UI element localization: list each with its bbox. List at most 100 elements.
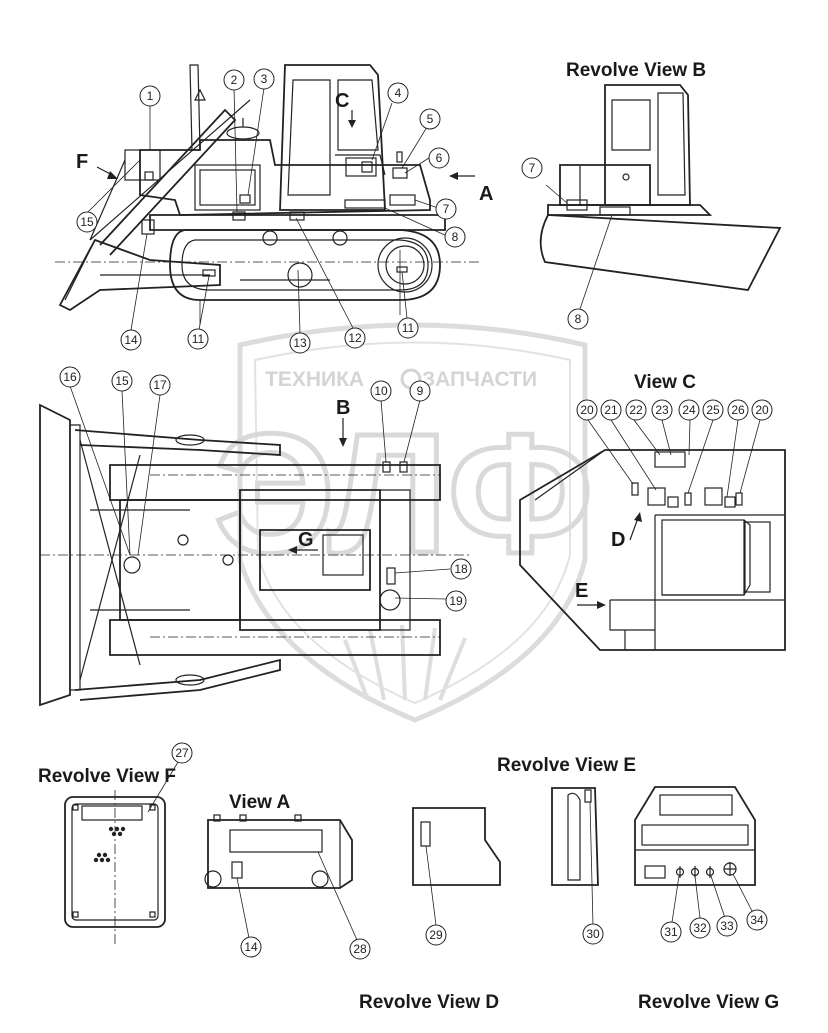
callout: 2 [223, 69, 245, 91]
revolve-view-e-callouts: 30 [582, 923, 604, 945]
callout: 23 [651, 399, 673, 421]
svg-text:20: 20 [755, 403, 769, 417]
svg-text:11: 11 [402, 321, 415, 335]
svg-text:5: 5 [427, 112, 434, 126]
callout: 19 [445, 590, 467, 612]
svg-text:19: 19 [449, 594, 463, 608]
svg-text:7: 7 [529, 161, 536, 175]
svg-text:25: 25 [706, 403, 720, 417]
svg-text:9: 9 [417, 384, 424, 398]
callout: 11 [187, 328, 209, 350]
callout: 29 [425, 924, 447, 946]
watermark-wheat-icon [343, 624, 467, 701]
top-view-callouts: 16 15 17 10 9 18 19 [59, 366, 472, 612]
callout: 14 [120, 329, 142, 351]
revolve-view-b-callouts: 7 8 [521, 157, 589, 330]
watermark: ТЕХНИКА ЗАПЧАСТИ ЭЛФ [212, 322, 595, 723]
svg-text:11: 11 [192, 332, 205, 346]
callout: 3 [253, 68, 275, 90]
svg-text:31: 31 [664, 925, 678, 939]
callout: 9 [409, 380, 431, 402]
side-view-dozer: F A C [55, 64, 493, 334]
svg-text:30: 30 [586, 927, 600, 941]
watermark-text-left: ТЕХНИКА [265, 368, 364, 391]
callout: 13 [289, 332, 311, 354]
revolve-view-d: Revolve View D [359, 807, 501, 1013]
callout: 18 [450, 558, 472, 580]
callout: 20 [751, 399, 773, 421]
callout: 33 [716, 915, 738, 937]
callout: 30 [582, 923, 604, 945]
revolve-view-g-title: Revolve View G [638, 992, 779, 1013]
svg-text:32: 32 [693, 921, 707, 935]
view-c: View C D E [519, 372, 786, 651]
svg-text:23: 23 [655, 403, 669, 417]
revolve-view-d-title: Revolve View D [359, 992, 499, 1013]
view-a-title: View A [229, 792, 291, 813]
svg-text:6: 6 [436, 151, 443, 165]
svg-text:3: 3 [261, 72, 268, 86]
svg-text:15: 15 [115, 374, 129, 388]
direction-letter-d: D [611, 529, 625, 551]
direction-letter-c: C [335, 90, 349, 112]
svg-text:34: 34 [750, 913, 764, 927]
direction-letter-f: F [76, 151, 88, 173]
callout: 22 [625, 399, 647, 421]
svg-text:13: 13 [293, 336, 307, 350]
revolve-view-g: Revolve View G [634, 786, 779, 1013]
revolve-view-e [551, 787, 599, 926]
svg-text:20: 20 [580, 403, 594, 417]
svg-text:1: 1 [147, 89, 154, 103]
callout: 15 [76, 211, 98, 233]
callout: 15 [111, 370, 133, 392]
revolve-view-f: Revolve View F [38, 761, 179, 945]
top-view-dozer: B G [39, 385, 470, 707]
revolve-view-d-callouts: 29 [425, 924, 447, 946]
callout: 17 [149, 374, 171, 396]
callout: 20 [576, 399, 598, 421]
revolve-view-f-callouts: 27 [171, 742, 193, 764]
svg-text:22: 22 [629, 403, 643, 417]
svg-text:16: 16 [63, 370, 77, 384]
svg-text:8: 8 [575, 312, 582, 326]
direction-letter-g: G [298, 529, 314, 551]
svg-text:33: 33 [720, 919, 734, 933]
svg-text:27: 27 [175, 746, 189, 760]
callout: 12 [344, 327, 366, 349]
svg-text:8: 8 [452, 230, 459, 244]
direction-letter-a: A [479, 183, 493, 205]
callout: 11 [397, 317, 419, 339]
callout: 25 [702, 399, 724, 421]
callout: 14 [240, 936, 262, 958]
direction-letter-e: E [575, 580, 588, 602]
svg-text:29: 29 [429, 928, 443, 942]
svg-text:18: 18 [454, 562, 468, 576]
watermark-text-right: ЗАПЧАСТИ [422, 368, 537, 391]
revolve-view-g-callouts: 31 32 33 34 [660, 909, 768, 943]
svg-text:26: 26 [731, 403, 745, 417]
callout: 21 [600, 399, 622, 421]
direction-letter-b: B [336, 397, 350, 419]
callout: 28 [349, 938, 371, 960]
svg-text:10: 10 [374, 384, 388, 398]
view-a-callouts: 14 28 [240, 936, 371, 960]
callout: 26 [727, 399, 749, 421]
revolve-view-f-title: Revolve View F [38, 766, 176, 787]
callout: 8 [567, 308, 589, 330]
svg-text:7: 7 [443, 202, 450, 216]
view-c-title: View C [634, 372, 696, 393]
callout: 16 [59, 366, 81, 388]
callout: 10 [370, 380, 392, 402]
callout: 31 [660, 921, 682, 943]
view-a: View A [204, 792, 358, 941]
view-c-callouts: 20 21 22 23 24 25 26 20 [576, 399, 773, 421]
revolve-view-e-title: Revolve View E [497, 755, 636, 776]
svg-text:4: 4 [395, 86, 402, 100]
callout: 32 [689, 917, 711, 939]
callout: 4 [387, 82, 409, 104]
svg-text:15: 15 [80, 215, 94, 229]
callout: 5 [419, 108, 441, 130]
svg-text:17: 17 [153, 378, 167, 392]
svg-text:12: 12 [348, 331, 362, 345]
